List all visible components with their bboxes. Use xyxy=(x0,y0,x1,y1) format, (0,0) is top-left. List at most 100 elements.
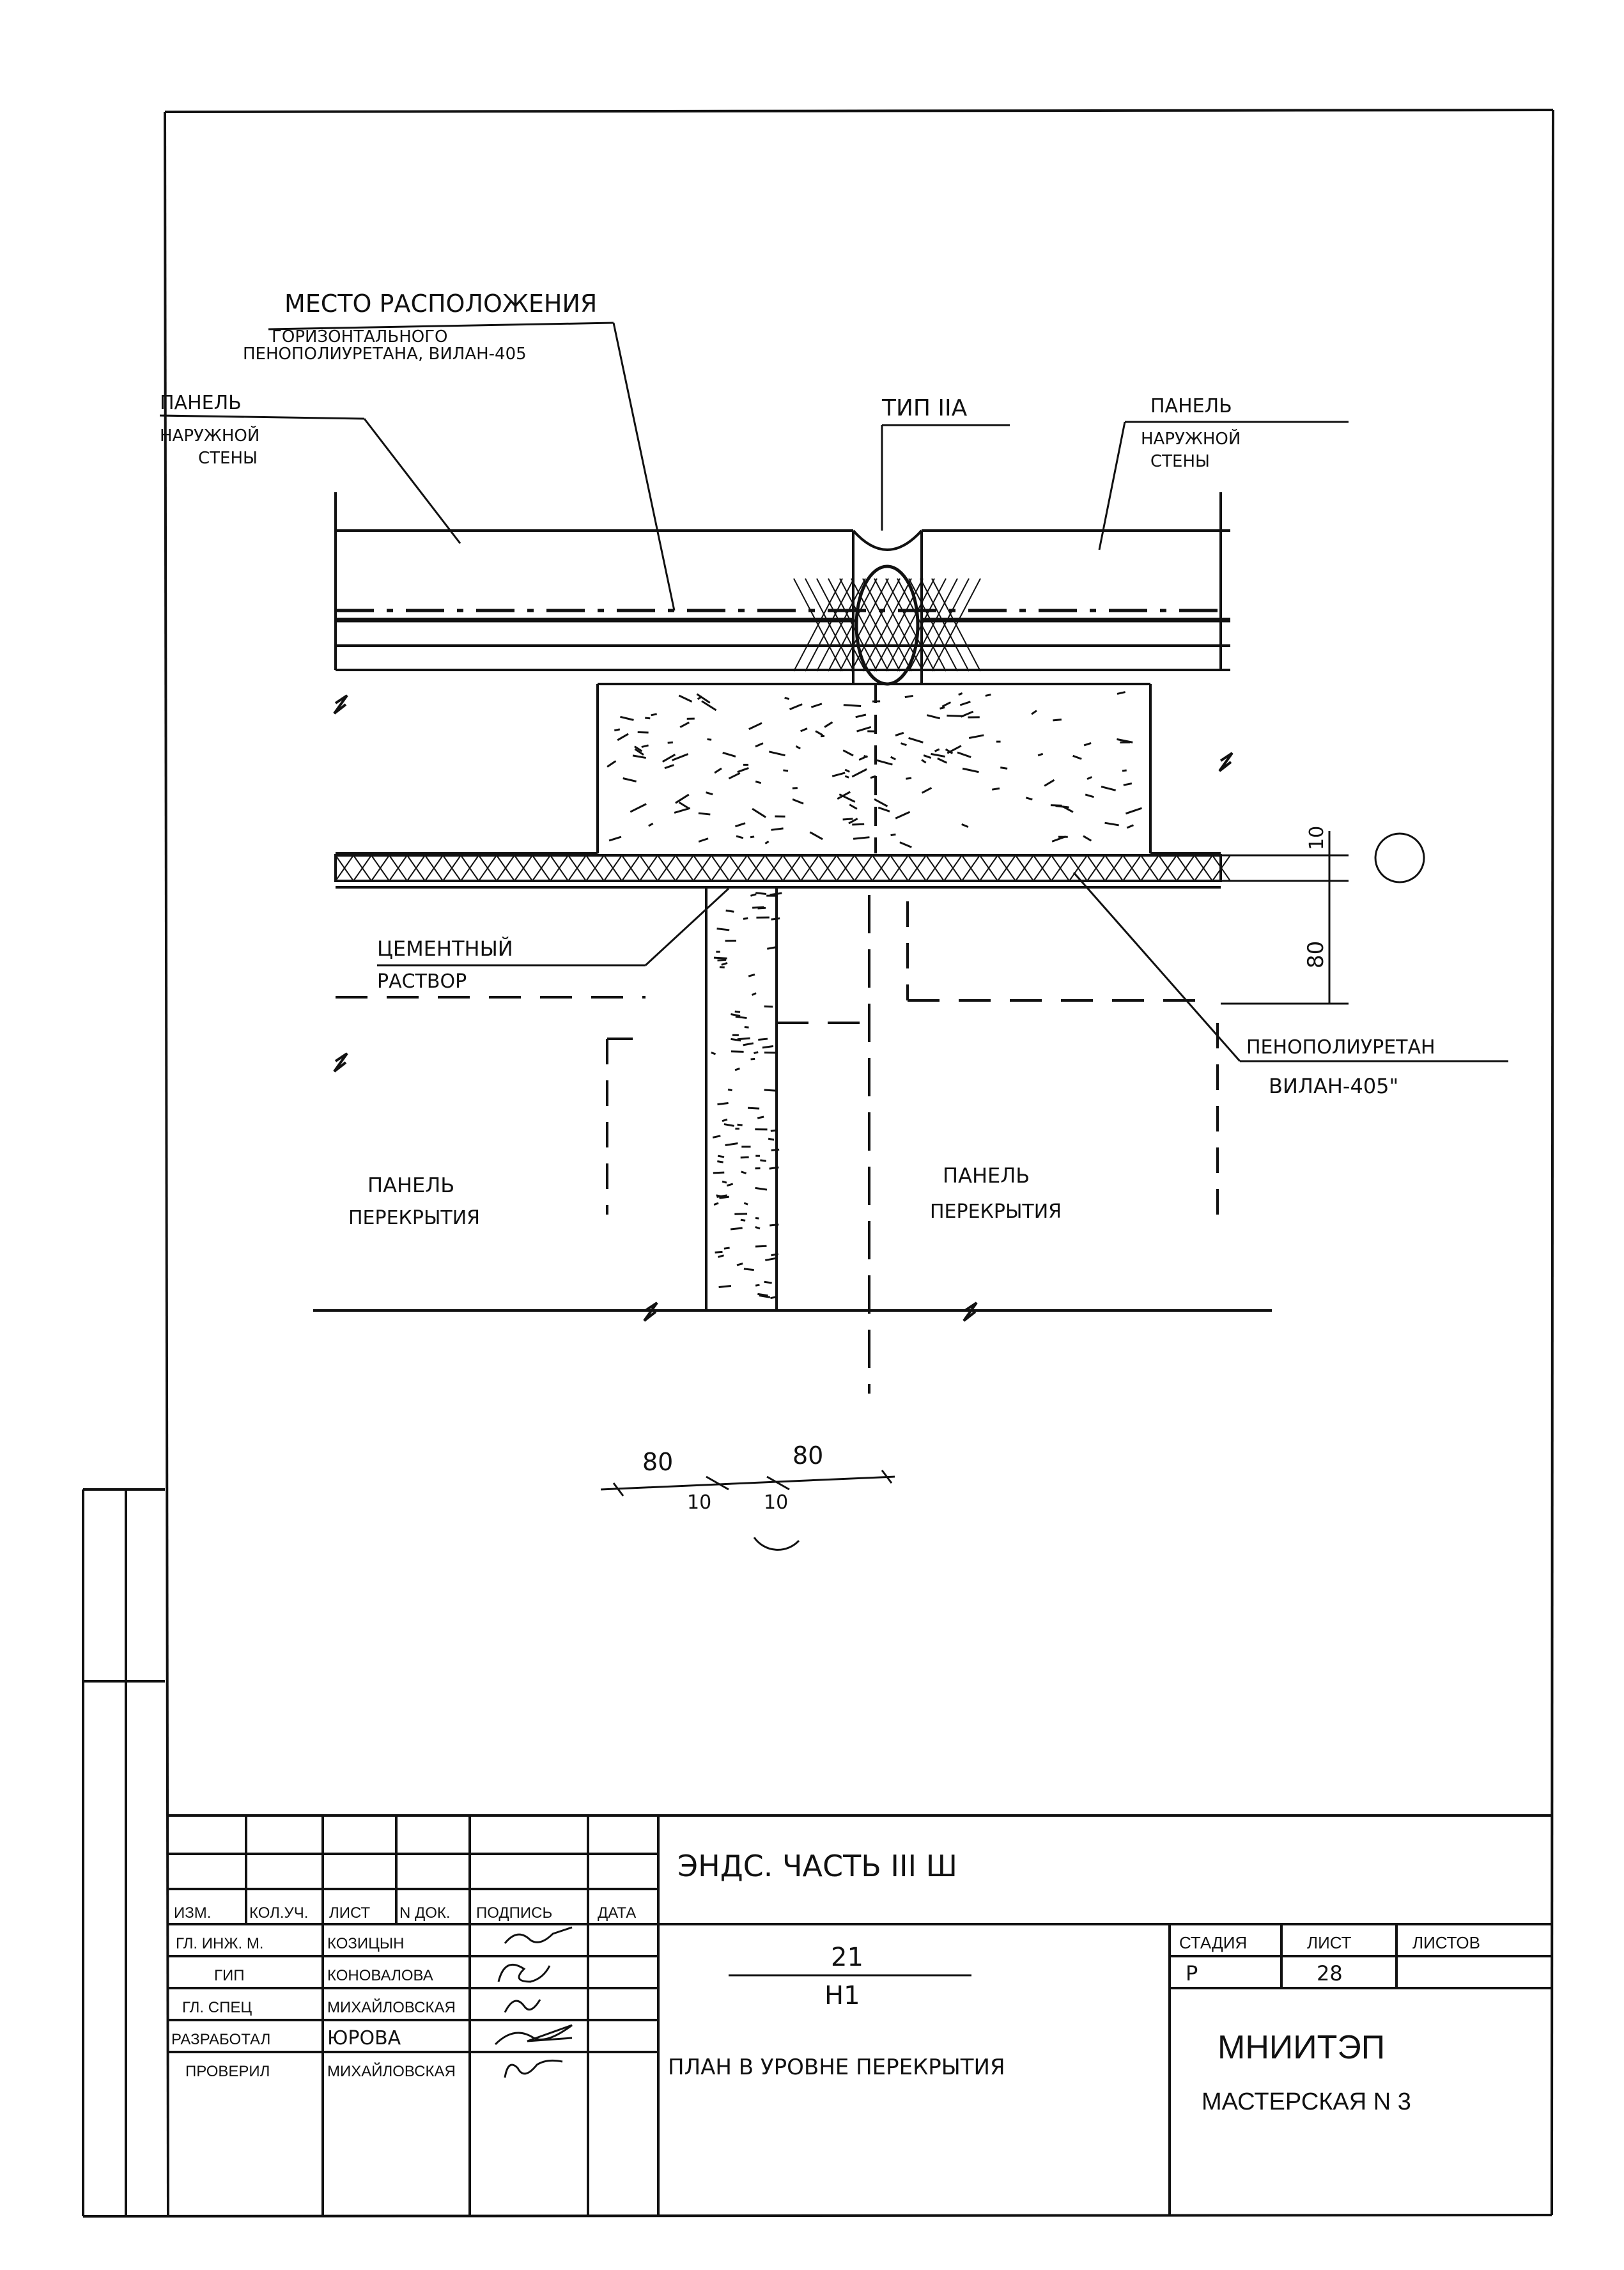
texture-stroke xyxy=(901,742,907,747)
texture-stroke xyxy=(1069,855,1088,882)
texture-stroke xyxy=(731,1038,741,1042)
texture-stroke xyxy=(711,855,730,882)
concrete-fill xyxy=(607,691,1142,848)
texture-stroke xyxy=(836,855,855,882)
texture-stroke xyxy=(961,823,969,828)
texture-stroke xyxy=(842,818,853,821)
texture-stroke xyxy=(671,753,689,761)
panel-recess xyxy=(336,683,1221,855)
texture-stroke xyxy=(941,701,952,708)
label-floor-left-1: ПАНЕЛЬ xyxy=(367,1173,454,1197)
texture-stroke xyxy=(908,578,958,672)
texture-stroke xyxy=(895,731,904,736)
col-header-izm: ИЗМ. xyxy=(174,1904,211,1922)
texture-stroke xyxy=(675,855,694,882)
texture-stroke xyxy=(755,892,767,895)
texture-stroke xyxy=(851,578,901,672)
detail-drawing xyxy=(159,322,1508,1551)
texture-stroke xyxy=(743,917,748,920)
texture-stroke xyxy=(1072,754,1082,760)
organization-name: МНИИТЭП xyxy=(1218,2029,1385,2066)
texture-stroke xyxy=(923,754,932,759)
texture-stroke xyxy=(853,836,870,840)
texture-stroke xyxy=(904,694,914,699)
label-left-wall-3: СТЕНЫ xyxy=(198,449,258,468)
texture-stroke xyxy=(707,738,712,741)
texture-stroke xyxy=(603,855,623,882)
texture-stroke xyxy=(648,822,654,827)
texture-stroke xyxy=(478,855,497,882)
texture-stroke xyxy=(862,578,912,672)
texture-stroke xyxy=(755,1226,761,1230)
texture-stroke xyxy=(730,1227,743,1231)
dim-horiz-left-10: 10 xyxy=(687,1491,711,1514)
texture-stroke xyxy=(406,855,426,882)
sheets-header: ЛИСТОВ xyxy=(1412,1933,1480,1952)
texture-stroke xyxy=(678,801,690,810)
texture-stroke xyxy=(657,855,676,882)
texture-stroke xyxy=(698,837,709,843)
texture-stroke xyxy=(623,777,637,782)
texture-stroke xyxy=(831,772,846,777)
dim-vertical-80: 80 xyxy=(1303,941,1329,968)
texture-stroke xyxy=(1125,807,1142,815)
texture-stroke xyxy=(809,831,823,841)
texture-stroke xyxy=(718,1254,724,1258)
texture-stroke xyxy=(734,822,746,828)
texture-stroke xyxy=(748,973,755,977)
texture-stroke xyxy=(1087,776,1092,780)
texture-stroke xyxy=(816,578,866,672)
label-foam-location-3: ПЕНОПОЛИУРЕТАНА, ВИЛАН-405 xyxy=(243,345,527,364)
title-block: ЭНДС. ЧАСТЬ III Ш ИЗМ. КОЛ.УЧ. ЛИСТ N ДО… xyxy=(168,1814,1552,2215)
texture-stroke xyxy=(768,750,785,757)
texture-stroke xyxy=(828,578,878,672)
texture-stroke xyxy=(765,1257,776,1261)
texture-stroke xyxy=(759,1294,771,1298)
texture-stroke xyxy=(848,818,858,825)
texture-stroke xyxy=(906,777,912,780)
texture-stroke xyxy=(961,855,980,882)
texture-stroke xyxy=(1085,793,1094,798)
texture-stroke xyxy=(897,578,947,672)
texture-stroke xyxy=(1051,855,1070,882)
texture-stroke xyxy=(958,692,963,696)
texture-stroke xyxy=(947,714,964,717)
texture-stroke xyxy=(979,855,998,882)
texture-stroke xyxy=(729,855,748,882)
drawing-name: ПЛАН В УРОВНЕ ПЕРЕКРЫТИЯ xyxy=(668,2055,1005,2080)
texture-stroke xyxy=(737,1037,750,1041)
texture-stroke xyxy=(728,772,741,780)
texture-stroke xyxy=(934,748,940,752)
label-mortar-2: РАСТВОР xyxy=(377,970,467,993)
staff-role-3: ГЛ. СПЕЦ xyxy=(182,1999,252,2016)
staff-name-4: ЮРОВА xyxy=(327,2027,401,2049)
texture-stroke xyxy=(1126,824,1134,829)
texture-stroke xyxy=(1044,779,1055,787)
texture-stroke xyxy=(641,744,649,749)
label-polyurethane-2: ВИЛАН-405" xyxy=(1269,1074,1398,1098)
texture-stroke xyxy=(793,578,843,672)
staff-name-2: КОНОВАЛОВА xyxy=(327,1967,433,1984)
polyurethane-layer xyxy=(334,854,1231,882)
texture-stroke xyxy=(856,726,872,733)
col-header-podpis: ПОДПИСЬ xyxy=(476,1904,552,1922)
texture-stroke xyxy=(734,1213,748,1215)
texture-stroke xyxy=(764,1089,776,1092)
texture-stroke xyxy=(795,745,801,750)
texture-stroke xyxy=(890,855,909,882)
texture-stroke xyxy=(743,1268,754,1271)
texture-stroke xyxy=(716,928,730,931)
col-header-data: ДАТА xyxy=(598,1904,636,1922)
label-right-wall-2: НАРУЖНОЙ xyxy=(1141,428,1241,449)
texture-stroke xyxy=(1101,786,1117,791)
texture-stroke xyxy=(937,758,948,764)
texture-stroke xyxy=(514,855,533,882)
texture-stroke xyxy=(371,855,390,882)
texture-stroke xyxy=(858,755,868,761)
texture-stroke xyxy=(608,836,622,842)
texture-stroke xyxy=(926,714,941,720)
texture-stroke xyxy=(1140,855,1159,882)
texture-stroke xyxy=(943,855,963,882)
texture-stroke xyxy=(585,855,605,882)
